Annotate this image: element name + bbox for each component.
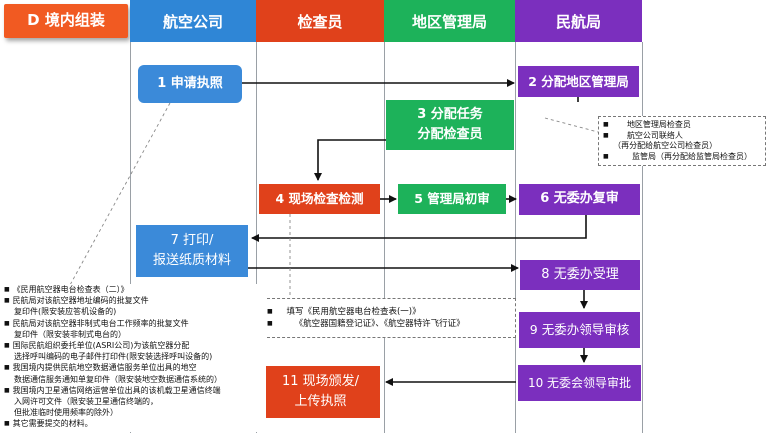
note-right-item: ■ 地区管理局检查员 [603,120,691,129]
lane-divider-1 [130,42,131,433]
step-9-label: 9 无委办领导审核 [529,322,630,338]
note-left-item: 但批准临时使用频率的除外） [14,408,118,418]
note-left-item: 复印件（限安装非制式电台的） [14,329,126,339]
note-left-item: 入网许可文件（限安装卫星通信终端的， [14,397,158,407]
note-left-item: ■国际民航组织委托单位(ASRI公司)为该航空器分配 [4,341,190,351]
step-3-label-line2: 分配检查员 [417,127,483,142]
step-1-apply-license: 1 申请执照 [138,65,242,103]
note-left-item: 数据通信服务通知单复印件（限安装地空数据通信系统的） [14,374,222,384]
step-7-label-line1: 7 打印/ [170,232,214,248]
lane-header-airline: 航空公司 [130,0,256,42]
note-link-left [69,102,171,286]
lane-header-inspector-label: 检查员 [297,12,343,31]
lane-header-airline-label: 航空公司 [162,12,223,31]
note-left-item: ■民航局对该航空器非制式电台工作频率的批复文件 [4,318,189,328]
note-required-documents: ■《民用航空器电台检查表（二）》 ■民航局对该航空器地址编码的批复文件复印件(限安… [2,284,266,432]
lane-header-regional: 地区管理局 [384,0,515,42]
lane-divider-5 [642,42,643,433]
step-4-onsite-inspection: 4 现场检查检测 [259,184,380,214]
note-right-item: ■ 监管局（再分配给监管局检查员） [603,151,753,161]
step-3-assign-inspector: 3 分配任务 分配检查员 [386,100,514,150]
lane-header-inspector: 检查员 [256,0,384,42]
step-4-label: 4 现场检查检测 [275,191,364,207]
step-1-label: 1 申请执照 [157,75,223,91]
arrow-3-to-4 [314,139,398,181]
lane-header-regional-label: 地区管理局 [411,12,487,31]
step-8-committee-accept: 8 无委办受理 [520,260,640,290]
note-right-item: ■ 航空公司联络人 [603,130,683,140]
note-left-item: ■民航局对该航空器地址编码的批复文件 [4,296,149,306]
title-tag: D 境内组装 [4,4,128,38]
step-8-label: 8 无委办受理 [541,266,619,282]
note-left-item: ■其它需要提交的材料。 [4,419,93,429]
step-11-label-line2: 上传执照 [294,394,347,409]
note-left-item: ■我国境内提供民航地空数据通信服务单位出具的地空 [4,363,197,373]
note-middle-item: ■ 填写《民用航空器电台检查表(一)》 [267,307,421,317]
step-3-label-line1: 3 分配任务 [417,106,483,122]
lane-header-caac-label: 民航局 [555,12,601,31]
step-6-label: 6 无委办复审 [540,191,619,207]
step-10-leader-approve: 10 无委会领导审批 [518,365,641,401]
step-5-regional-review: 5 管理局初审 [398,184,506,214]
title-tag-text: D 境内组装 [27,11,105,30]
step-10-label: 10 无委会领导审批 [527,375,632,390]
step-2-label: 2 分配地区管理局 [528,73,629,89]
note-middle-item: ■ 《航空器国籍登记证》、《航空器特许飞行证》 [267,319,465,329]
step-11-label-line1: 11 现场颁发/ [281,373,360,389]
note-assign-inspector: ■ 地区管理局检查员 ■ 航空公司联络人 （再分配给航空公司检查员） ■ 监管局… [598,116,766,166]
note-fill-forms: ■ 填写《民用航空器电台检查表(一)》 ■ 《航空器国籍登记证》、《航空器特许飞… [262,298,516,338]
note-link-right [544,117,599,133]
note-left-item: 选择呼叫编码的电子邮件打印件(限安装选择呼叫设备的) [14,352,213,362]
step-5-label: 5 管理局初审 [414,191,490,207]
note-left-item: 复印件(限安装应答机设备的) [14,307,117,317]
step-7-label-line2: 报送纸质材料 [152,253,231,268]
lane-header-caac: 民航局 [515,0,642,42]
step-6-committee-recheck: 6 无委办复审 [519,184,640,215]
note-left-item: ■我国境内卫星通信网络运营单位出具的该机载卫星通信终端 [4,385,221,395]
note-right-item: （再分配给航空公司检查员） [613,141,718,150]
step-9-leader-review: 9 无委办领导审核 [519,312,640,348]
arrow-6-to-7 [251,215,587,242]
note-left-item: ■《民用航空器电台检查表（二）》 [4,285,129,294]
step-7-submit-paper: 7 打印/ 报送纸质材料 [136,225,248,277]
step-11-issue-license: 11 现场颁发/ 上传执照 [261,366,380,418]
step-2-assign-regional: 2 分配地区管理局 [518,66,639,97]
